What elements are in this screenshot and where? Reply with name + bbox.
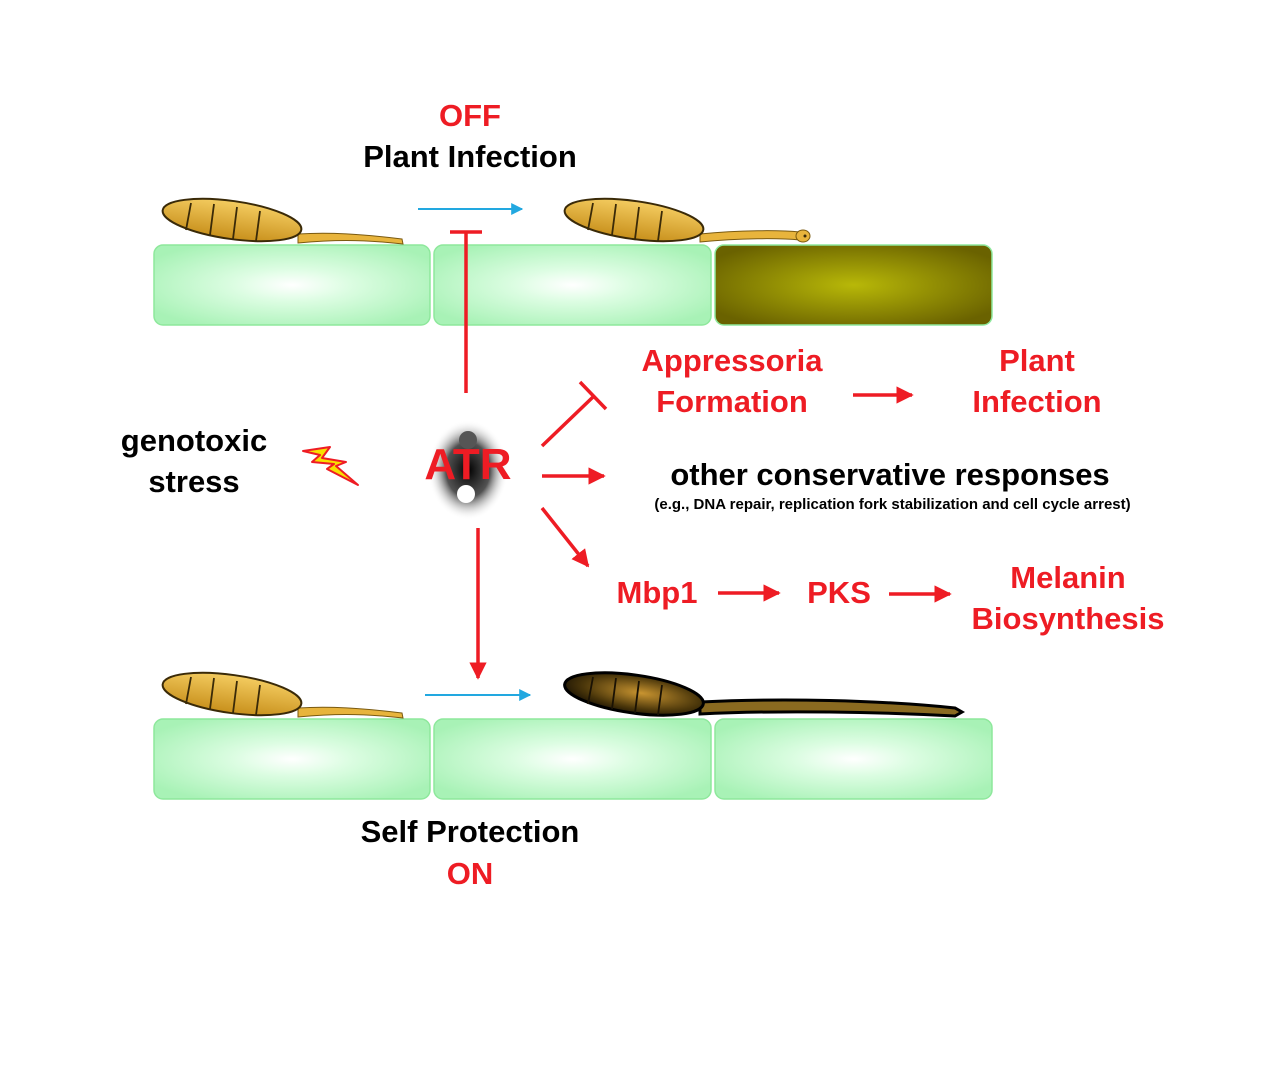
inhibition-arrow bbox=[450, 230, 482, 393]
plant-cell bbox=[433, 718, 712, 800]
infected-plant-cell bbox=[714, 244, 993, 326]
top-status-label: OFF bbox=[439, 98, 501, 133]
melanin-label-line2: Biosynthesis bbox=[971, 601, 1165, 636]
pks-label: PKS bbox=[807, 575, 871, 610]
atr-yin-yang-icon bbox=[428, 420, 508, 520]
lightning-icon bbox=[302, 446, 359, 486]
appressoria-label-line2: Formation bbox=[656, 384, 808, 419]
bottom-status-label: ON bbox=[446, 856, 494, 891]
plant-cell bbox=[714, 718, 993, 800]
spore-icon bbox=[161, 671, 404, 719]
atr-label: ATR bbox=[424, 440, 512, 489]
spore-icon bbox=[161, 197, 404, 245]
plant-cell bbox=[153, 718, 431, 800]
stress-label-line2: stress bbox=[148, 464, 240, 499]
bottom-title-label: Self Protection bbox=[360, 814, 580, 849]
mbp1-label: Mbp1 bbox=[616, 575, 698, 610]
appressoria-label-line1: Appressoria bbox=[641, 343, 823, 378]
plant-infection-label-line2: Infection bbox=[972, 384, 1102, 419]
other-responses-note: (e.g., DNA repair, replication fork stab… bbox=[654, 496, 1131, 513]
spore-icon bbox=[563, 197, 811, 243]
activation-arrow bbox=[540, 506, 590, 568]
top-title-label: Plant Infection bbox=[363, 139, 577, 174]
top-plant-cells bbox=[153, 244, 993, 326]
melanized-spore-icon bbox=[563, 671, 966, 718]
stress-label-line1: genotoxic bbox=[120, 423, 268, 458]
inhibition-arrow bbox=[540, 380, 608, 448]
bottom-plant-cells bbox=[153, 718, 993, 800]
plant-cell bbox=[153, 244, 431, 326]
plant-cell bbox=[433, 244, 712, 326]
plant-infection-label-line1: Plant bbox=[999, 343, 1075, 378]
melanin-label-line1: Melanin bbox=[1010, 560, 1126, 595]
other-responses-label: other conservative responses bbox=[670, 457, 1110, 492]
